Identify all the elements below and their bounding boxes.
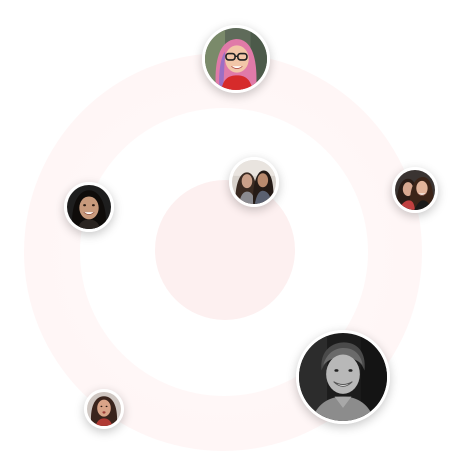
inner-orbit-circle bbox=[155, 180, 295, 320]
smiling-man-bw-photo-icon bbox=[299, 333, 387, 421]
woman-pink-hair-glasses-photo-icon bbox=[205, 28, 267, 90]
avatar-woman-portrait[interactable] bbox=[84, 389, 124, 429]
avatar-two-women-selfie[interactable] bbox=[392, 167, 438, 213]
avatar-two-women[interactable] bbox=[229, 157, 279, 207]
two-women-selfie-photo-icon bbox=[395, 170, 435, 210]
two-women-photo-icon bbox=[232, 160, 276, 204]
avatar-smiling-woman[interactable] bbox=[64, 182, 114, 232]
woman-portrait-photo-icon bbox=[87, 392, 121, 426]
avatar-smiling-man[interactable] bbox=[296, 330, 390, 424]
smiling-woman-photo-icon bbox=[67, 185, 111, 229]
avatar-woman-pink-hair[interactable] bbox=[202, 25, 270, 93]
